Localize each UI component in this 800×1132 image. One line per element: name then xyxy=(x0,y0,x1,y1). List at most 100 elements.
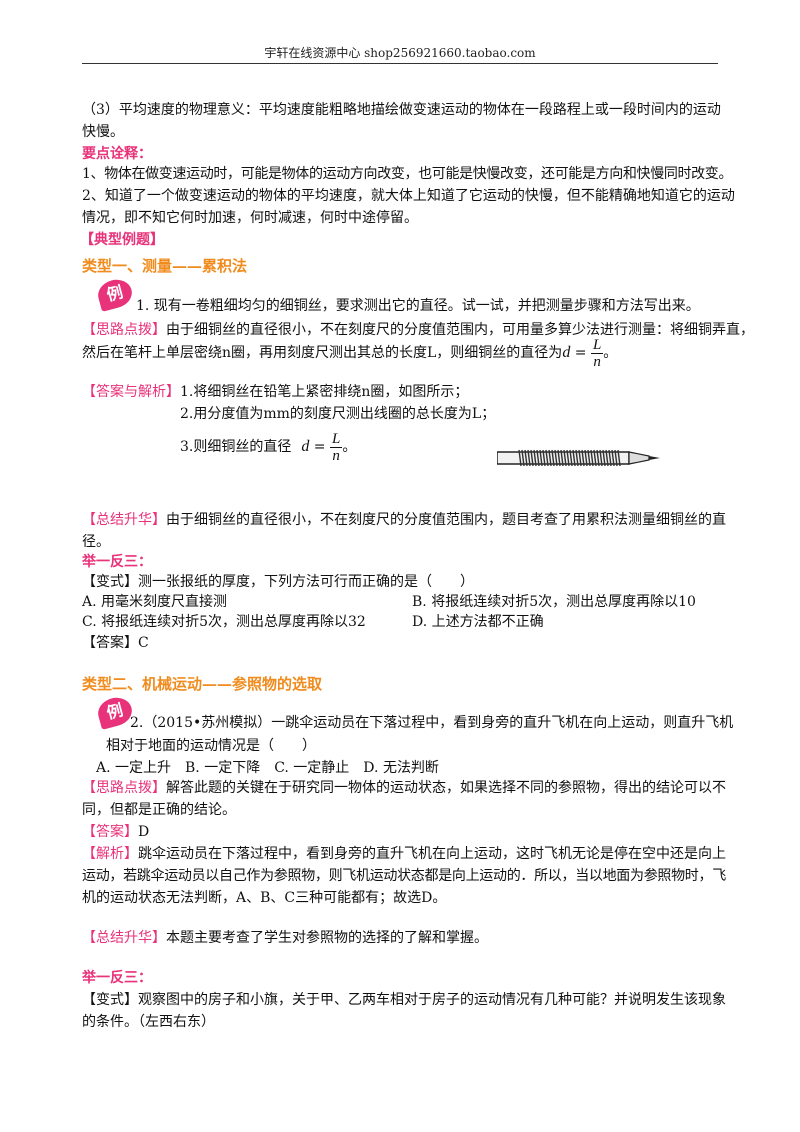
option-a: A. 用毫米刻度尺直接测 xyxy=(82,594,228,610)
header-rule xyxy=(82,63,718,64)
type1-answer-line1: 【答案与解析】1.将细铜丝在铅笔上紧密排绕n圈，如图所示； xyxy=(82,382,468,402)
wire-coil-turn xyxy=(521,449,525,467)
type2-variant-line1: 【变式】观察图中的房子和小旗，关于甲、乙两车相对于房子的运动情况有几种可能？并说… xyxy=(82,992,726,1008)
formula2-numerator: L xyxy=(330,430,343,448)
answer-step2: 2.用分度值为mm的刻度尺测出线圈的总长度为L； xyxy=(180,406,496,422)
wire-coil-turn xyxy=(530,449,534,467)
key-points-title: 要点诠释： xyxy=(82,146,152,162)
type2-title: 类型二、机械运动——参照物的选取 xyxy=(82,675,323,693)
wire-coil-turn xyxy=(584,449,588,467)
wire-coil-turn xyxy=(578,449,582,467)
type1-summary-line1: 【总结升华】由于细铜丝的直径很小，不在刻度尺的分度值范围内，题目考查了用累积法测… xyxy=(82,510,726,530)
formula-eq: = xyxy=(570,345,591,361)
answer-tag-2: 【答案】 xyxy=(82,824,138,840)
wire-coil-turn xyxy=(572,449,576,467)
hint-tag: 【思路点拨】 xyxy=(82,322,166,338)
coiled-wire-pencil-figure xyxy=(497,449,660,467)
type2-extend-title: 举一反三： xyxy=(82,970,152,986)
intro-p3-line2: 快慢。 xyxy=(82,124,124,140)
type2-question-line1: 2.（2015•苏州模拟）一跳伞运动员在下落过程中，看到身旁的直升飞机在向上运动… xyxy=(130,715,734,731)
type1-summary-line2: 径。 xyxy=(82,534,110,550)
wire-coil-turn xyxy=(533,449,537,467)
type1-title: 类型一、测量——累积法 xyxy=(82,257,248,275)
key-point-2-line2: 情况，即不知它何时加速，何时减速，何时中途停留。 xyxy=(82,210,418,226)
wire-coil-turn xyxy=(590,449,594,467)
hint-text-2b: 解答此题的关键在于研究同一物体的运动状态，如果选择不同的参照物，得出的结论可以不 xyxy=(166,780,726,796)
type1-hint-line1: 【思路点拨】由于细铜丝的直径很小，不在刻度尺的分度值范围内，可用量多算少法进行测… xyxy=(82,320,754,340)
option-d: D. 上述方法都不正确 xyxy=(412,614,544,630)
variant-answer: 【答案】C xyxy=(82,635,149,651)
type2-summary: 【总结升华】本题主要考查了学生对参照物的选择的了解和掌握。 xyxy=(82,928,488,948)
wire-coil-turn xyxy=(596,449,600,467)
answer-step1: 1.将细铜丝在铅笔上紧密排绕n圈，如图所示； xyxy=(180,384,469,400)
hint-tag-2: 【思路点拨】 xyxy=(82,780,166,796)
examples-title: 【典型例题】 xyxy=(80,232,164,248)
type2-hint-line1: 【思路点拨】解答此题的关键在于研究同一物体的运动状态，如果选择不同的参照物，得出… xyxy=(82,778,726,798)
type2-explanation-line2: 运动，若跳伞运动员以自己作为参照物，则飞机运动状态都是向上运动的．所以，当以地面… xyxy=(82,868,726,884)
wire-coil-turn xyxy=(611,449,615,467)
formula2-eq: = xyxy=(309,439,330,455)
wire-coil-turn xyxy=(539,449,543,467)
key-point-1: 1、物体在做变速运动时，可能是物体的运动方向改变，也可能是快慢改变，还可能是方向… xyxy=(82,166,733,182)
key-point-2-line1: 2、知道了一个做变速运动的物体的平均速度，就大体上知道了它运动的快慢，但不能精确… xyxy=(82,188,735,204)
wire-coil-turn xyxy=(614,449,618,467)
wire-coil-turn xyxy=(536,449,540,467)
answer-step3-text: 3.则细铜丝的直径 xyxy=(180,439,292,455)
wire-coil-turn xyxy=(545,449,549,467)
summary-text: 由于细铜丝的直径很小，不在刻度尺的分度值范围内，题目考查了用累积法测量细铜丝的直 xyxy=(166,512,726,528)
wire-coil-turn xyxy=(575,449,579,467)
wire-coil-turn xyxy=(605,449,609,467)
option-b: B. 将报纸连续对折5次，测出总厚度再除以10 xyxy=(412,594,696,610)
wire-coil-turn xyxy=(524,449,528,467)
wire-coil-turn xyxy=(551,449,555,467)
summary-tag-2: 【总结升华】 xyxy=(82,930,166,946)
type2-explanation-line1: 【解析】跳伞运动员在下落过程中，看到身旁的直升飞机在向上运动，这时飞机无论是停在… xyxy=(82,844,726,864)
type2-answer: 【答案】D xyxy=(82,822,149,842)
type2-explanation-line3: 机的运动状态无法判断，A、B、C三种可能都有；故选D。 xyxy=(82,890,447,906)
wire-coil-turn xyxy=(527,449,531,467)
summary-text-2: 本题主要考查了学生对参照物的选择的了解和掌握。 xyxy=(166,930,488,946)
intro-p3-line1: （3）平均速度的物理意义：平均速度能粗略地描绘做变速运动的物体在一段路程上或一段… xyxy=(82,102,721,118)
wire-coil-turn xyxy=(557,449,561,467)
wire-coil-turn xyxy=(608,449,612,467)
formula2-period: 。 xyxy=(342,439,357,455)
wire-coil-turn xyxy=(587,449,591,467)
wire-coil-turn xyxy=(581,449,585,467)
type1-extend-title: 举一反三： xyxy=(82,554,152,570)
option-c: C. 将报纸连续对折5次，测出总厚度再除以32 xyxy=(82,614,366,630)
answer-tag: 【答案与解析】 xyxy=(82,384,180,400)
type2-question-line2: 相对于地面的运动情况是（ ） xyxy=(106,738,316,754)
type2-options: A. 一定上升 B. 一定下降 C. 一定静止 D. 无法判断 xyxy=(96,760,439,776)
formula2-denominator: n xyxy=(332,447,340,464)
formula-d: d xyxy=(562,344,571,361)
formula2-d: d xyxy=(301,438,310,455)
wire-coil-turn xyxy=(599,449,603,467)
wire-coil-turn xyxy=(563,449,567,467)
type2-variant-line2: 的条件。（左西右东） xyxy=(82,1014,215,1030)
formula-numerator: L xyxy=(590,336,604,354)
hint-text: 由于细铜丝的直径很小，不在刻度尺的分度值范围内，可用量多算少法进行测量：将细铜弄… xyxy=(166,322,754,338)
wire-coil-turn xyxy=(542,449,546,467)
wire-coil-turn xyxy=(593,449,597,467)
wire-coil-turn xyxy=(560,449,564,467)
wire-coils xyxy=(518,449,621,467)
formula-period: 。 xyxy=(603,345,618,361)
explanation-text: 跳伞运动员在下落过程中，看到身旁的直升飞机在向上运动，这时飞机无论是停在空中还是… xyxy=(138,846,726,862)
formula-denominator: n xyxy=(593,353,601,370)
wire-coil-turn xyxy=(566,449,570,467)
variant-question: 【变式】测一张报纸的厚度，下列方法可行而正确的是（ ） xyxy=(82,574,474,590)
type1-hint-line2: 然后在笔杆上单层密绕n圈，再用刻度尺测出其总的长度L，则细铜丝的直径为d = L… xyxy=(82,336,617,370)
wire-coil-turn xyxy=(548,449,552,467)
wire-coil-turn xyxy=(617,449,621,467)
hint-text-2: 然后在笔杆上单层密绕n圈，再用刻度尺测出其总的长度L，则细铜丝的直径为 xyxy=(82,345,563,361)
wire-coil-turn xyxy=(569,449,573,467)
wire-coil-turn xyxy=(602,449,606,467)
type2-hint-line2: 同，但都是正确的结论。 xyxy=(82,802,236,818)
explanation-tag: 【解析】 xyxy=(82,846,138,862)
example-badge: 例 xyxy=(94,276,136,312)
wire-coil-turn xyxy=(518,449,522,467)
page-header: 宇轩在线资源中心 shop256921660.taobao.com xyxy=(264,46,536,60)
